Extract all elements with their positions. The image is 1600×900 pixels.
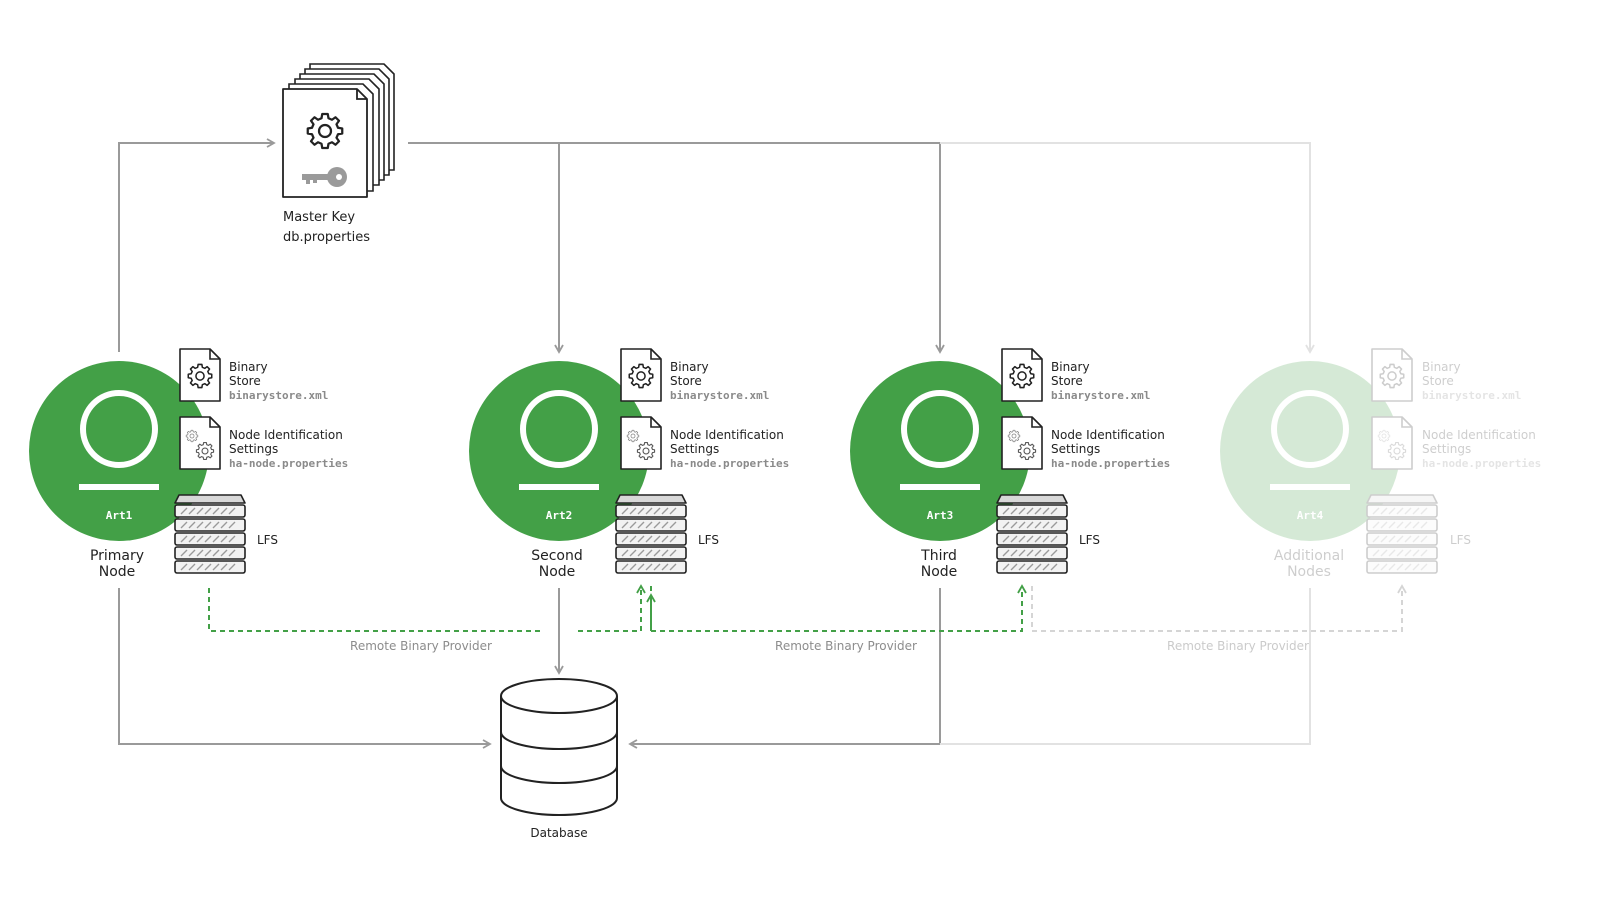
node-id: Art1 [106,509,133,522]
node-name-line1: Third [920,548,957,564]
binary-store-file: binarystore.xml [670,389,769,402]
binary-store-label-1: Binary [229,360,268,374]
node-name-line2: Nodes [1287,564,1331,580]
node-name-line2: Node [99,564,136,580]
binary-store-label-2: Store [229,374,261,388]
node-id-settings-file: ha-node.properties [229,457,348,470]
database: Database [500,678,618,840]
document-gear-icon [1372,349,1412,401]
document-gear-icon [180,349,220,401]
node-id-settings-file: ha-node.properties [1422,457,1541,470]
connector-lines [118,138,1315,749]
binary-store-label-2: Store [670,374,702,388]
node-art4-additional: Art4 Additional Nodes Binary Store binar… [1220,349,1541,580]
node-id: Art4 [1297,509,1324,522]
node-id-settings-label-1: Node Identification [229,428,343,442]
lfs-label: LFS [1450,533,1471,547]
node-id-settings-label-2: Settings [670,442,719,456]
server-rack-icon [1366,494,1438,574]
server-rack-icon [996,494,1068,574]
document-gear-icon [1002,349,1042,401]
db-properties-label: db.properties [283,230,370,245]
node-id-settings-label-1: Node Identification [1422,428,1536,442]
server-rack-icon [174,494,246,574]
database-label: Database [530,826,587,840]
node-art2: Art2 Second Node Binary Store binarystor… [469,349,789,580]
binary-store-label-2: Store [1422,374,1454,388]
node-name-line1: Second [531,548,583,564]
node-id-settings-label-1: Node Identification [1051,428,1165,442]
node-name-line2: Node [921,564,958,580]
database-cylinder-icon [500,678,618,816]
master-key-label: Master Key [283,210,355,225]
node-art1: Art1 Primary Node Binary Store binarysto… [29,349,348,580]
document-gear-icon [621,349,661,401]
node-name-line1: Primary [90,548,144,564]
master-key-files: Master Key db.properties [282,63,395,245]
lfs-label: LFS [698,533,719,547]
node-id-settings-label-2: Settings [1422,442,1471,456]
binary-store-label-1: Binary [1051,360,1090,374]
document-gears-icon [1002,417,1042,469]
lfs-label: LFS [1079,533,1100,547]
rbp-label-2: Remote Binary Provider [775,639,917,653]
document-gears-icon [621,417,661,469]
node-name-line2: Node [539,564,576,580]
lfs-label: LFS [257,533,278,547]
rbp-label-1: Remote Binary Provider [350,639,492,653]
node-name-line1: Additional [1274,548,1344,564]
key-icon [302,167,347,187]
document-gears-icon [180,417,220,469]
node-id: Art2 [546,509,573,522]
binary-store-file: binarystore.xml [1422,389,1521,402]
binary-store-label-1: Binary [1422,360,1461,374]
node-id-settings-file: ha-node.properties [1051,457,1170,470]
remote-binary-provider-links: Remote Binary Provider Remote Binary Pro… [208,584,1407,653]
server-rack-icon [615,494,687,574]
node-id-settings-label-2: Settings [229,442,278,456]
binary-store-label-2: Store [1051,374,1083,388]
rbp-label-3: Remote Binary Provider [1167,639,1309,653]
node-id-settings-file: ha-node.properties [670,457,789,470]
node-id-settings-label-1: Node Identification [670,428,784,442]
binary-store-file: binarystore.xml [1051,389,1150,402]
binary-store-label-1: Binary [670,360,709,374]
binary-store-file: binarystore.xml [229,389,328,402]
node-id-settings-label-2: Settings [1051,442,1100,456]
node-art3: Art3 Third Node Binary Store binarystore… [850,349,1170,580]
node-id: Art3 [927,509,954,522]
document-gears-icon [1372,417,1412,469]
